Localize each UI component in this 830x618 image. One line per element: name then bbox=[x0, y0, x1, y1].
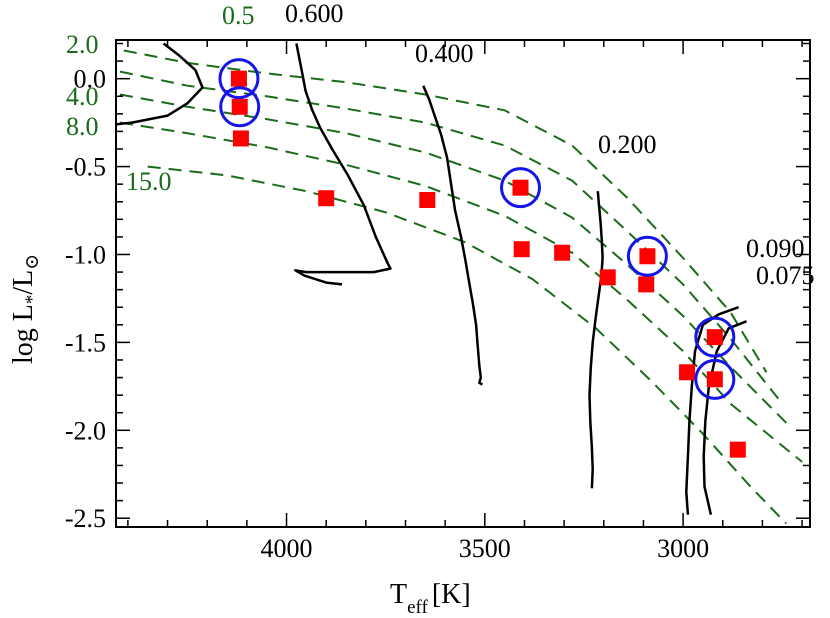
highlight-circle-5 bbox=[694, 316, 736, 358]
highlight-circle-6 bbox=[694, 358, 736, 400]
y-tick-label: -2.0 bbox=[65, 416, 106, 445]
data-point-11 bbox=[638, 276, 655, 293]
data-point-1 bbox=[230, 70, 247, 87]
age-label-1: 0.5 bbox=[222, 1, 255, 30]
data-point-3 bbox=[232, 130, 249, 147]
x-tick-label: 3500 bbox=[459, 534, 511, 563]
data-point-5 bbox=[419, 191, 436, 208]
track-4 bbox=[588, 191, 604, 489]
data-point-2 bbox=[231, 98, 248, 115]
highlight-circle-1 bbox=[218, 58, 260, 100]
isochrone-5 bbox=[147, 165, 787, 525]
age-label-3: 4.0 bbox=[66, 82, 99, 111]
track-3 bbox=[422, 85, 484, 386]
y-tick-label: -1.0 bbox=[65, 240, 106, 269]
isochrone-2 bbox=[119, 70, 780, 400]
track-1 bbox=[115, 42, 204, 126]
tick-layer: 4000 3500 3000 0.0 -0.5 -1.0 -1.5 -2.0 -2.5 bbox=[65, 40, 810, 563]
x-tick-label: 3000 bbox=[657, 534, 709, 563]
data-point-15 bbox=[729, 441, 746, 458]
data-point-8 bbox=[554, 244, 571, 261]
isochrone-4 bbox=[119, 121, 803, 463]
data-point-10 bbox=[639, 248, 656, 265]
data-point-9 bbox=[599, 269, 616, 286]
age-label-2: 2.0 bbox=[66, 30, 99, 59]
data-point-4 bbox=[318, 190, 335, 207]
age-label-5: 15.0 bbox=[126, 167, 172, 196]
y-axis-label: log L*/L⊙ bbox=[8, 254, 43, 364]
mass-label-0075: 0.075 bbox=[756, 261, 815, 290]
data-point-13 bbox=[706, 329, 723, 346]
isochrone-1 bbox=[123, 49, 768, 373]
data-point-12 bbox=[679, 364, 696, 381]
star-layer bbox=[230, 70, 746, 458]
y-tick-label: -2.5 bbox=[65, 504, 106, 533]
mass-label-0090: 0.090 bbox=[746, 234, 805, 263]
data-point-14 bbox=[706, 371, 723, 388]
track-6 bbox=[702, 320, 747, 515]
age-label-4: 8.0 bbox=[66, 112, 99, 141]
y-tick-label: 0.0 bbox=[74, 65, 107, 94]
data-point-7 bbox=[513, 241, 530, 258]
mass-label-0200: 0.200 bbox=[598, 130, 657, 159]
plot-frame bbox=[115, 39, 811, 528]
data-point-6 bbox=[512, 179, 529, 196]
y-tick-label: -1.5 bbox=[65, 328, 106, 357]
highlight-circle-2 bbox=[219, 86, 261, 128]
x-tick-label: 4000 bbox=[261, 534, 313, 563]
mass-label-0400: 0.400 bbox=[415, 39, 474, 68]
highlight-circle-4 bbox=[626, 235, 668, 277]
mass-label-0600: 0.600 bbox=[285, 0, 344, 28]
isochrone-layer bbox=[119, 49, 803, 525]
highlight-layer bbox=[218, 58, 736, 400]
track-2 bbox=[294, 43, 392, 286]
y-tick-label: -0.5 bbox=[65, 153, 106, 182]
highlight-circle-3 bbox=[500, 167, 542, 209]
x-axis-label: Teff[K] bbox=[390, 579, 471, 618]
